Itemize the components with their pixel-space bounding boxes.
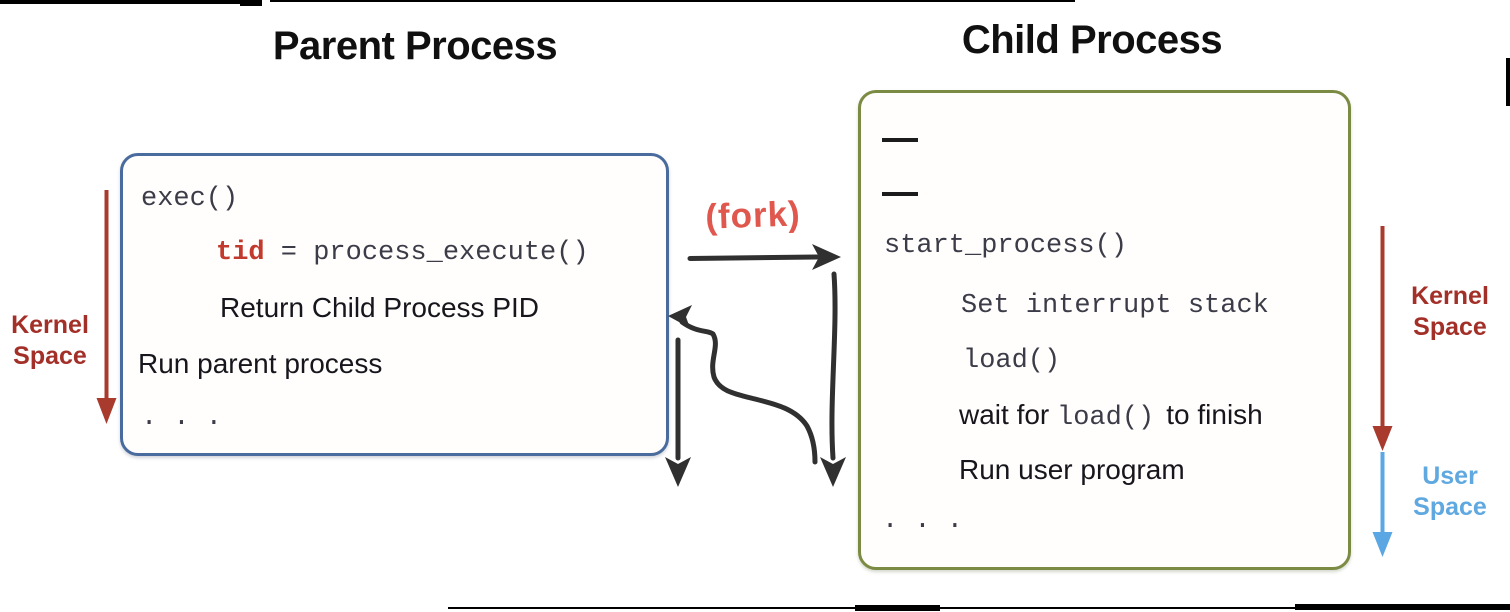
- bottom-border-bar-thick-left: [855, 605, 940, 611]
- bottom-border-bar: [448, 607, 1510, 609]
- kernel-space-label-right: Kernel Space: [1400, 281, 1500, 343]
- code-tid-assignment: tid = process_execute(): [216, 240, 589, 267]
- child-process-box: start_process() Set interrupt stack load…: [858, 90, 1351, 570]
- code-tid-var: tid: [216, 238, 265, 268]
- user-space-right-line2: Space: [1413, 493, 1487, 521]
- kernel-space-arrow-left: [96, 190, 117, 424]
- run-parent-process-text: Run parent process: [138, 348, 383, 379]
- run-user-program-text: Run user program: [959, 454, 1185, 485]
- kernel-space-left-line1: Kernel: [11, 311, 89, 339]
- child-timeline-arrow: [820, 271, 846, 487]
- code-load-inline: load(): [1057, 403, 1155, 433]
- user-space-right-line1: User: [1422, 462, 1478, 490]
- fork-annotation: (fork): [704, 194, 802, 237]
- user-space-arrow-right: [1372, 452, 1393, 557]
- code-set-interrupt-stack: Set interrupt stack: [961, 291, 1269, 321]
- parent-process-title: Parent Process: [272, 24, 558, 68]
- parent-ellipsis: . . .: [141, 403, 223, 433]
- return-child-pid-text: Return Child Process PID: [220, 292, 540, 323]
- parent-process-box: exec() tid = process_execute() Return Ch…: [120, 153, 669, 456]
- child-process-title: Child Process: [961, 18, 1223, 62]
- wait-for-load-text: wait for load() to finish: [959, 401, 1263, 432]
- code-dash-2: [882, 192, 918, 196]
- top-border-bar-notch: [240, 0, 262, 6]
- code-process-execute: = process_execute(): [264, 238, 589, 268]
- return-squiggle-arrow: [668, 305, 818, 465]
- code-start-process: start_process(): [884, 231, 1128, 261]
- kernel-space-right-line2: Space: [1413, 313, 1487, 341]
- code-load: load(): [963, 346, 1061, 376]
- top-border-bar-left: [0, 0, 248, 4]
- wait-for-text: wait for: [959, 399, 1058, 430]
- kernel-space-left-line2: Space: [13, 342, 87, 370]
- kernel-space-label-left: Kernel Space: [0, 310, 100, 372]
- to-finish-text: to finish: [1166, 399, 1263, 430]
- top-border-bar-right: [270, 0, 1075, 2]
- right-edge-bar: [1506, 58, 1510, 106]
- code-dash-1: [882, 138, 918, 142]
- kernel-space-right-line1: Kernel: [1411, 282, 1489, 310]
- code-exec: exec(): [141, 184, 239, 214]
- fork-arrow: [687, 244, 841, 270]
- user-space-label-right: User Space: [1400, 461, 1500, 523]
- kernel-space-arrow-right: [1372, 226, 1393, 451]
- bottom-border-bar-thick-right: [1295, 604, 1510, 610]
- child-ellipsis: . . .: [882, 506, 964, 536]
